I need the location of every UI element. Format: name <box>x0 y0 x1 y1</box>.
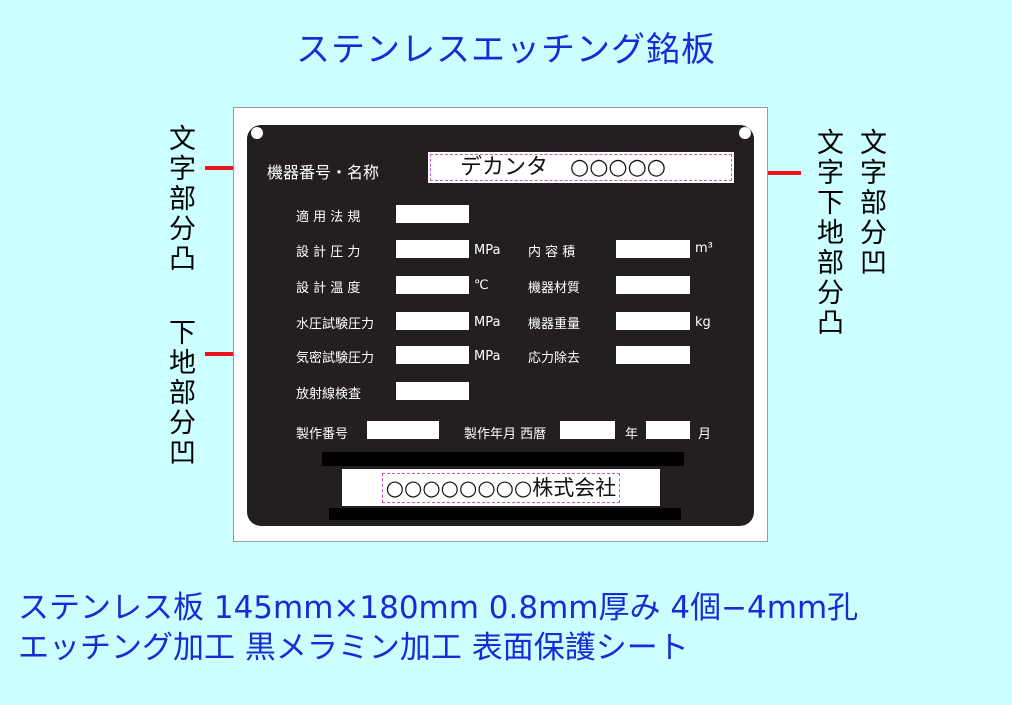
mounting-hole <box>251 127 263 139</box>
design-temp-unit: ℃ <box>474 278 489 293</box>
black-bar <box>322 452 684 466</box>
standard-label: 適 用 法 規 <box>296 210 361 225</box>
air-test-field <box>396 346 469 364</box>
company-field: ○○○○○○○○株式会社 <box>342 469 660 506</box>
spec-line-1: ステンレス板 145mm×180mm 0.8mm厚み 4個−4mm孔 <box>18 590 859 626</box>
black-bar <box>329 508 681 520</box>
air-test-label: 気密試験圧力 <box>296 351 375 366</box>
page-title: ステンレスエッチング銘板 <box>296 30 716 70</box>
mounting-hole <box>739 511 751 523</box>
spec-line-2: エッチング加工 黒メラミン加工 表面保護シート <box>18 630 689 666</box>
capacity-label: 内 容 積 <box>528 245 576 260</box>
year-field <box>560 421 615 439</box>
right-label-recessed-text: 文字部分凹 <box>855 128 886 278</box>
capacity-field <box>616 240 690 258</box>
year-label: 年 <box>625 427 639 442</box>
month-label: 月 <box>698 427 712 442</box>
name-label: 機器番号・名称 <box>267 163 380 182</box>
air-test-unit: MPa <box>474 349 501 364</box>
hydro-test-unit: MPa <box>474 315 501 330</box>
right-label-raised-ground: 文字下地部分凸 <box>812 128 843 338</box>
hydro-test-label: 水圧試験圧力 <box>296 317 375 332</box>
serial-label: 製作番号 <box>296 427 349 442</box>
month-field <box>646 421 690 439</box>
made-date-label: 製作年月 西暦 <box>464 427 547 442</box>
left-label-recessed-ground: 下地部分凹 <box>164 318 195 468</box>
weight-field <box>616 312 690 330</box>
serial-field <box>367 421 439 439</box>
radiography-field <box>396 382 469 400</box>
material-label: 機器材質 <box>528 281 581 296</box>
capacity-unit: m³ <box>695 241 713 256</box>
stress-relief-label: 応力除去 <box>528 351 581 366</box>
design-pressure-label: 設 計 圧 力 <box>296 245 361 260</box>
standard-field <box>396 205 469 223</box>
mounting-hole <box>250 511 262 523</box>
stress-relief-field <box>616 346 690 364</box>
hydro-test-field <box>396 312 469 330</box>
material-field <box>616 276 690 294</box>
weight-label: 機器重量 <box>528 317 581 332</box>
left-label-raised-text: 文字部分凸 <box>164 124 195 274</box>
design-temp-label: 設 計 温 度 <box>296 281 361 296</box>
name-field: デカンタ ○○○○○ <box>428 152 734 183</box>
weight-unit: kg <box>695 315 711 330</box>
design-temp-field <box>396 276 469 294</box>
design-pressure-unit: MPa <box>474 243 501 258</box>
mounting-hole <box>739 127 751 139</box>
radiography-label: 放射線検査 <box>296 387 362 402</box>
design-pressure-field <box>396 240 469 258</box>
